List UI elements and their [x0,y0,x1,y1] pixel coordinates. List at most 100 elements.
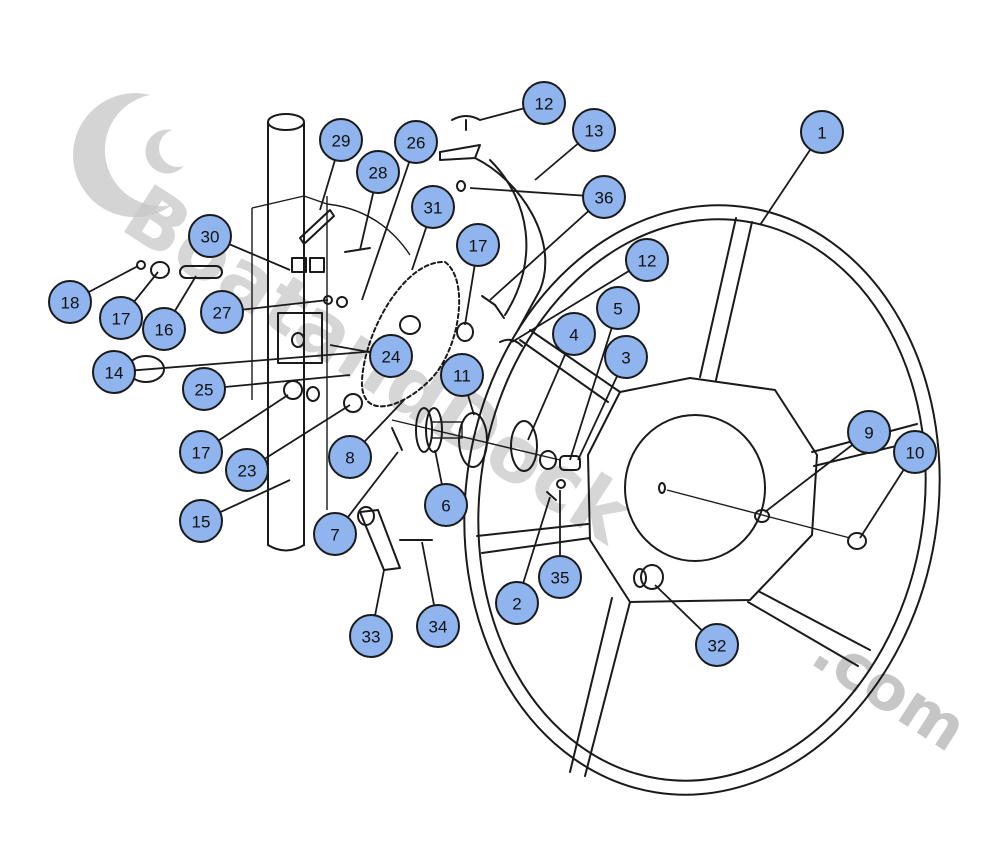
part-bracket-plate [439,115,547,347]
callout-14: 14 [92,350,136,394]
callout-number: 3 [621,349,630,368]
callout-bubble [625,238,669,282]
callout-bubble [456,223,500,267]
callout-number: 29 [332,132,351,151]
callout-number: 4 [569,326,578,345]
callout-bubble [179,430,223,474]
watermark-logo-icon [73,93,184,218]
callout-bubble [522,81,566,125]
callout-35: 35 [538,555,582,599]
callout-bubble [225,448,269,492]
callout-number: 27 [213,304,232,323]
callout-34: 34 [416,604,460,648]
callout-bubble [695,623,739,667]
callout-5: 5 [596,286,640,330]
callout-12: 12 [625,238,669,282]
callout-number: 5 [613,300,622,319]
callout-number: 12 [638,252,657,271]
callout-number: 8 [345,449,354,468]
callout-bubble [582,175,626,219]
callout-29: 29 [319,118,363,162]
callout-number: 35 [551,569,570,588]
callout-number: 32 [708,637,727,656]
callout-33: 33 [349,614,393,658]
callout-18: 18 [48,280,92,324]
callout-bubble [328,435,372,479]
callout-2: 2 [495,581,539,625]
callout-31: 31 [411,185,455,229]
callout-number: 13 [585,122,604,141]
callout-26: 26 [394,120,438,164]
callout-17: 17 [99,296,143,340]
callout-number: 17 [192,444,211,463]
callout-number: 30 [201,228,220,247]
callout-number: 12 [535,95,554,114]
callout-bubble [440,353,484,397]
callout-bubble [200,290,244,334]
callout-28: 28 [356,150,400,194]
callout-bubble [416,604,460,648]
callout-number: 14 [105,364,124,383]
callout-bubble [572,108,616,152]
part-small-hardware [127,209,566,571]
callout-number: 33 [362,628,381,647]
callout-number: 23 [238,462,257,481]
callout-bubble [411,185,455,229]
callout-7: 7 [313,512,357,556]
callout-bubble [182,367,226,411]
callout-bubble [847,410,891,454]
callout-number: 2 [512,595,521,614]
callout-number: 11 [453,367,471,386]
callout-number: 15 [192,513,211,532]
part-sprocket-chain [360,260,474,408]
callout-number: 17 [469,237,488,256]
callout-bubble [48,280,92,324]
callout-25: 25 [182,367,226,411]
callout-30: 30 [188,214,232,258]
callout-number: 36 [595,189,614,208]
callout-bubble [800,110,844,154]
callout-number: 7 [330,526,339,545]
callout-17: 17 [179,430,223,474]
callout-bubble [349,614,393,658]
callout-10: 10 [893,430,937,474]
callout-bubble [188,214,232,258]
callout-bubble [313,512,357,556]
callout-bubble [356,150,400,194]
callout-number: 1 [817,124,826,143]
callout-bubble [92,350,136,394]
callout-bubble [142,307,186,351]
callout-number: 18 [61,294,80,313]
callout-4: 4 [552,312,596,356]
callout-bubble [369,334,413,378]
callout-number: 31 [424,199,443,218]
callout-32: 32 [695,623,739,667]
callout-27: 27 [200,290,244,334]
callout-1: 1 [800,110,844,154]
callout-number: 16 [155,321,174,340]
callout-bubble [552,312,596,356]
callout-bubble [604,335,648,379]
callout-number: 28 [369,164,388,183]
part-hub-assembly [391,407,867,590]
callout-bubble [424,483,468,527]
callout-23: 23 [225,448,269,492]
callout-16: 16 [142,307,186,351]
callout-number: 6 [441,497,450,516]
callout-13: 13 [572,108,616,152]
callout-bubble [394,120,438,164]
callout-11: 11 [440,353,484,397]
callout-bubble [179,499,223,543]
watermark: BoatandDock .com [73,93,980,766]
callout-36: 36 [582,175,626,219]
callout-bubble [893,430,937,474]
callout-12: 12 [522,81,566,125]
callout-number: 9 [864,424,873,443]
callout-9: 9 [847,410,891,454]
callout-number: 34 [429,618,448,637]
callout-3: 3 [604,335,648,379]
callout-number: 24 [382,348,401,367]
callout-number: 25 [195,381,214,400]
